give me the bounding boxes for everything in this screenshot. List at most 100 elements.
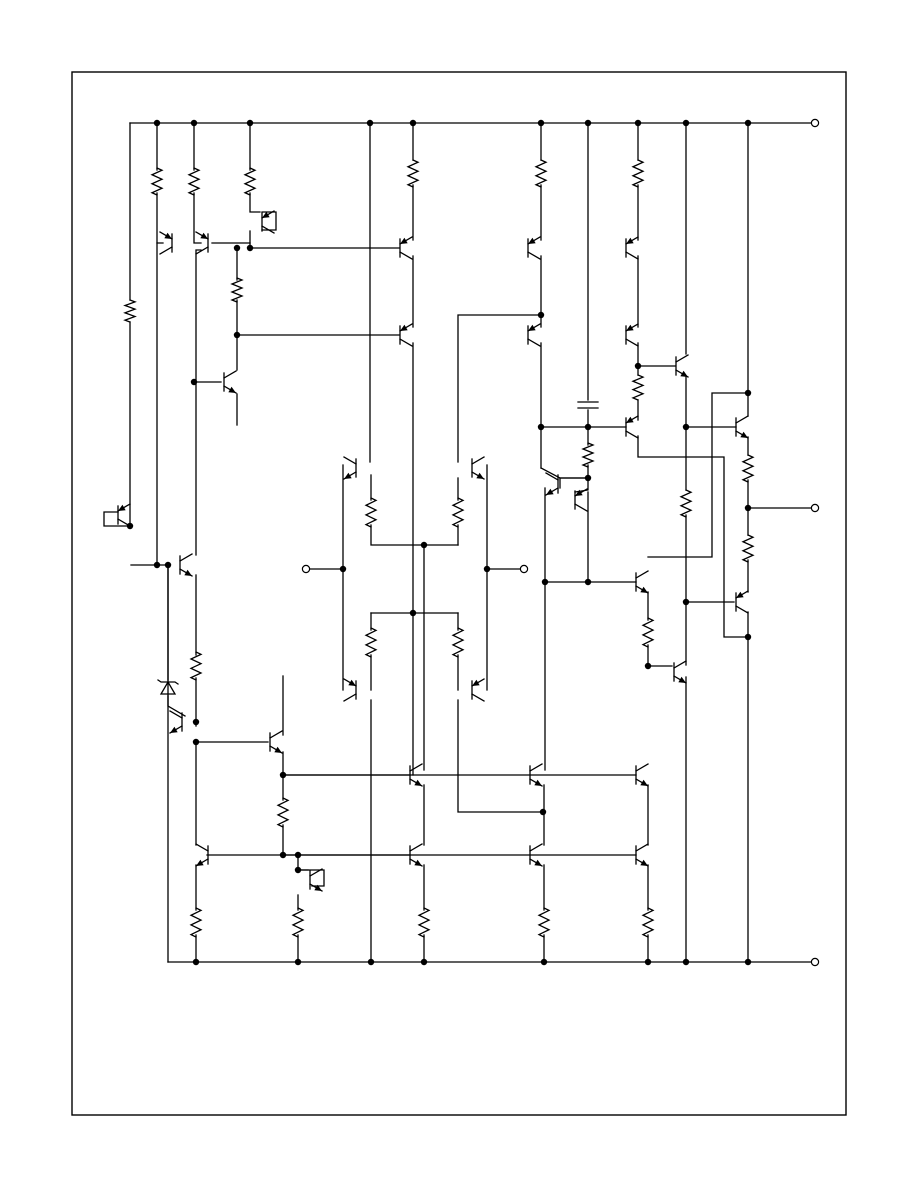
wire [167,695,186,717]
resistor-8 [631,159,645,188]
junction-dot [541,578,549,586]
wire [559,477,589,493]
junction-dot [233,244,241,252]
wire [370,524,459,546]
transistor-14 [117,503,131,527]
other-components [157,401,599,695]
junction-dot [539,808,547,816]
junction-dot [540,958,548,966]
transistor-15 [179,553,193,577]
transistor-6 [625,236,639,260]
transistor-8 [527,323,541,347]
resistor-13 [741,534,755,563]
junction-dot [744,504,752,512]
junction-dot [634,119,642,127]
diagram-frame [71,71,847,1116]
transistor-12 [735,415,749,439]
resistor-4 [243,167,257,196]
junction-dot [644,662,652,670]
junction-dot [192,738,200,746]
junction-dot [584,578,592,586]
junction-dot [584,423,592,431]
transistor-20 [545,472,559,496]
wire [637,435,749,638]
resistor-3 [187,167,201,196]
junction-dot [634,362,642,370]
resistor-22 [291,907,305,938]
junction-dot [279,771,287,779]
supply-negative-terminal [810,957,820,967]
transistor-11 [675,354,689,378]
transistor-34 [635,843,649,867]
resistor-12 [741,454,755,483]
junction-dot [246,119,254,127]
transistor-2 [195,231,209,255]
junction-dot [192,958,200,966]
junction-dot [279,851,287,859]
junction-dot [682,119,690,127]
resistor-1 [123,299,137,323]
transistor-24 [673,660,687,684]
junction-dot [483,565,491,573]
transistor-5 [527,236,541,260]
frame-border [71,71,847,1116]
wire [540,467,561,479]
supply-positive-terminal [810,118,820,128]
resistors [123,159,755,938]
junction-dot [420,958,428,966]
junction-dot [682,423,690,431]
transistor-31 [309,868,323,892]
junction-dot [164,561,172,569]
junction-dot [190,378,198,386]
transistor-21 [574,488,588,512]
transistor-9 [625,323,639,347]
diode-connection-loop [103,511,131,527]
transistor-17 [471,456,485,480]
junction-dot [367,958,375,966]
transistor-28 [529,763,543,787]
resistor-21 [189,907,203,938]
input-right-terminal [519,564,529,574]
wire [457,314,542,463]
junction-dot [409,119,417,127]
resistor-14 [364,497,378,528]
input-left-terminal [301,564,311,574]
transistor-29 [635,763,649,787]
resistor-6 [406,159,420,188]
diode-connection-loop [559,477,589,489]
resistor-7 [534,159,548,188]
transistor-18 [343,678,357,702]
transistor-27 [409,763,423,787]
junction-dot [537,311,545,319]
transistor-26 [269,730,283,754]
transistor-1 [159,231,173,255]
output-terminal [810,503,820,513]
wire [249,192,261,213]
junction-dot [366,119,374,127]
zener-diode-1 [157,564,179,695]
junction-dot [584,474,592,482]
resistor-11 [679,489,693,518]
junction-dot [744,958,752,966]
wires [129,122,813,963]
junction-dot [190,119,198,127]
resistor-16 [364,627,378,658]
transistor-13 [223,370,237,394]
terminals [301,118,820,967]
transistor-33 [529,843,543,867]
junction-dot [192,718,200,726]
transistor-25 [169,710,183,734]
transistor-19 [471,678,485,702]
resistor-25 [641,907,655,938]
junction-dot [153,561,161,569]
wire [647,392,749,558]
resistor-5 [230,277,244,303]
transistor-10 [625,415,639,439]
resistor-10 [581,442,595,468]
transistor-22 [635,570,649,594]
junction-dot [294,958,302,966]
junction-dot [537,423,545,431]
junction-dot [537,119,545,127]
junction-dot [644,958,652,966]
transistor-30 [195,843,209,867]
